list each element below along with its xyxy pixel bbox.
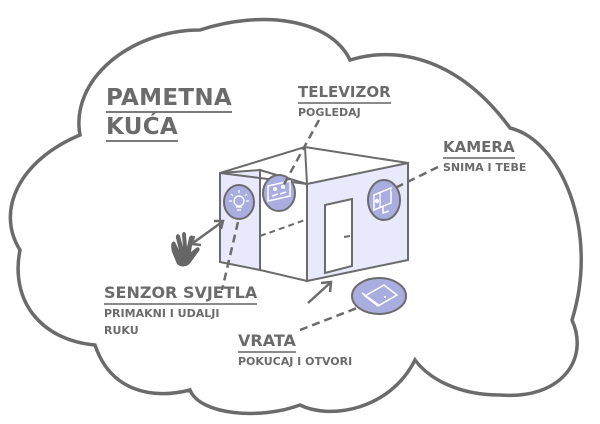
lightbulb-icon xyxy=(223,184,255,220)
page-title: PAMETNA KUĆA xyxy=(106,84,232,142)
door-icon xyxy=(351,277,407,315)
televizor-subtitle: POGLEDAJ xyxy=(298,106,361,119)
title-line-1: PAMETNA xyxy=(106,85,232,113)
camera-connector xyxy=(390,165,439,192)
house-front-wall xyxy=(306,161,409,283)
hand-icon xyxy=(171,232,200,267)
senzor-subtitle-line-2: RUKU xyxy=(104,324,139,337)
tv-connector xyxy=(280,119,321,189)
sensor-double-arrow xyxy=(190,219,225,247)
sensor-connector xyxy=(220,221,240,291)
connector-lines xyxy=(220,119,439,332)
kamera-heading: KAMERA xyxy=(443,138,515,159)
title-line-2: KUĆA xyxy=(106,114,178,142)
camera-icon xyxy=(367,179,401,221)
kamera-subtitle: SNIMA I TEBE xyxy=(443,161,527,174)
vrata-connector xyxy=(299,306,358,332)
vrata-heading: VRATA xyxy=(238,332,296,353)
tv-video-call-icon xyxy=(262,174,296,212)
cloud-outline xyxy=(8,17,583,416)
label-kamera: KAMERA SNIMA I TEBE xyxy=(443,137,526,176)
door-arrow xyxy=(307,280,333,304)
televizor-heading: TELEVIZOR xyxy=(298,83,391,104)
house-inner-edge xyxy=(304,146,308,185)
house-door xyxy=(324,197,353,275)
label-televizor: TELEVIZOR POGLEDAJ xyxy=(298,82,391,121)
senzor-subtitle-line-1: PRIMAKNI I UDALJI xyxy=(104,307,220,320)
label-senzor-svjetla: SENZOR SVJETLA PRIMAKNI I UDALJI RUKU xyxy=(104,283,258,339)
label-vrata: VRATA POKUCAJ I OTVORI xyxy=(238,331,352,370)
senzor-heading: SENZOR SVJETLA xyxy=(104,284,258,305)
house-floor-dash xyxy=(259,219,306,237)
door-handle xyxy=(343,235,351,238)
vrata-subtitle: POKUCAJ I OTVORI xyxy=(238,355,353,368)
